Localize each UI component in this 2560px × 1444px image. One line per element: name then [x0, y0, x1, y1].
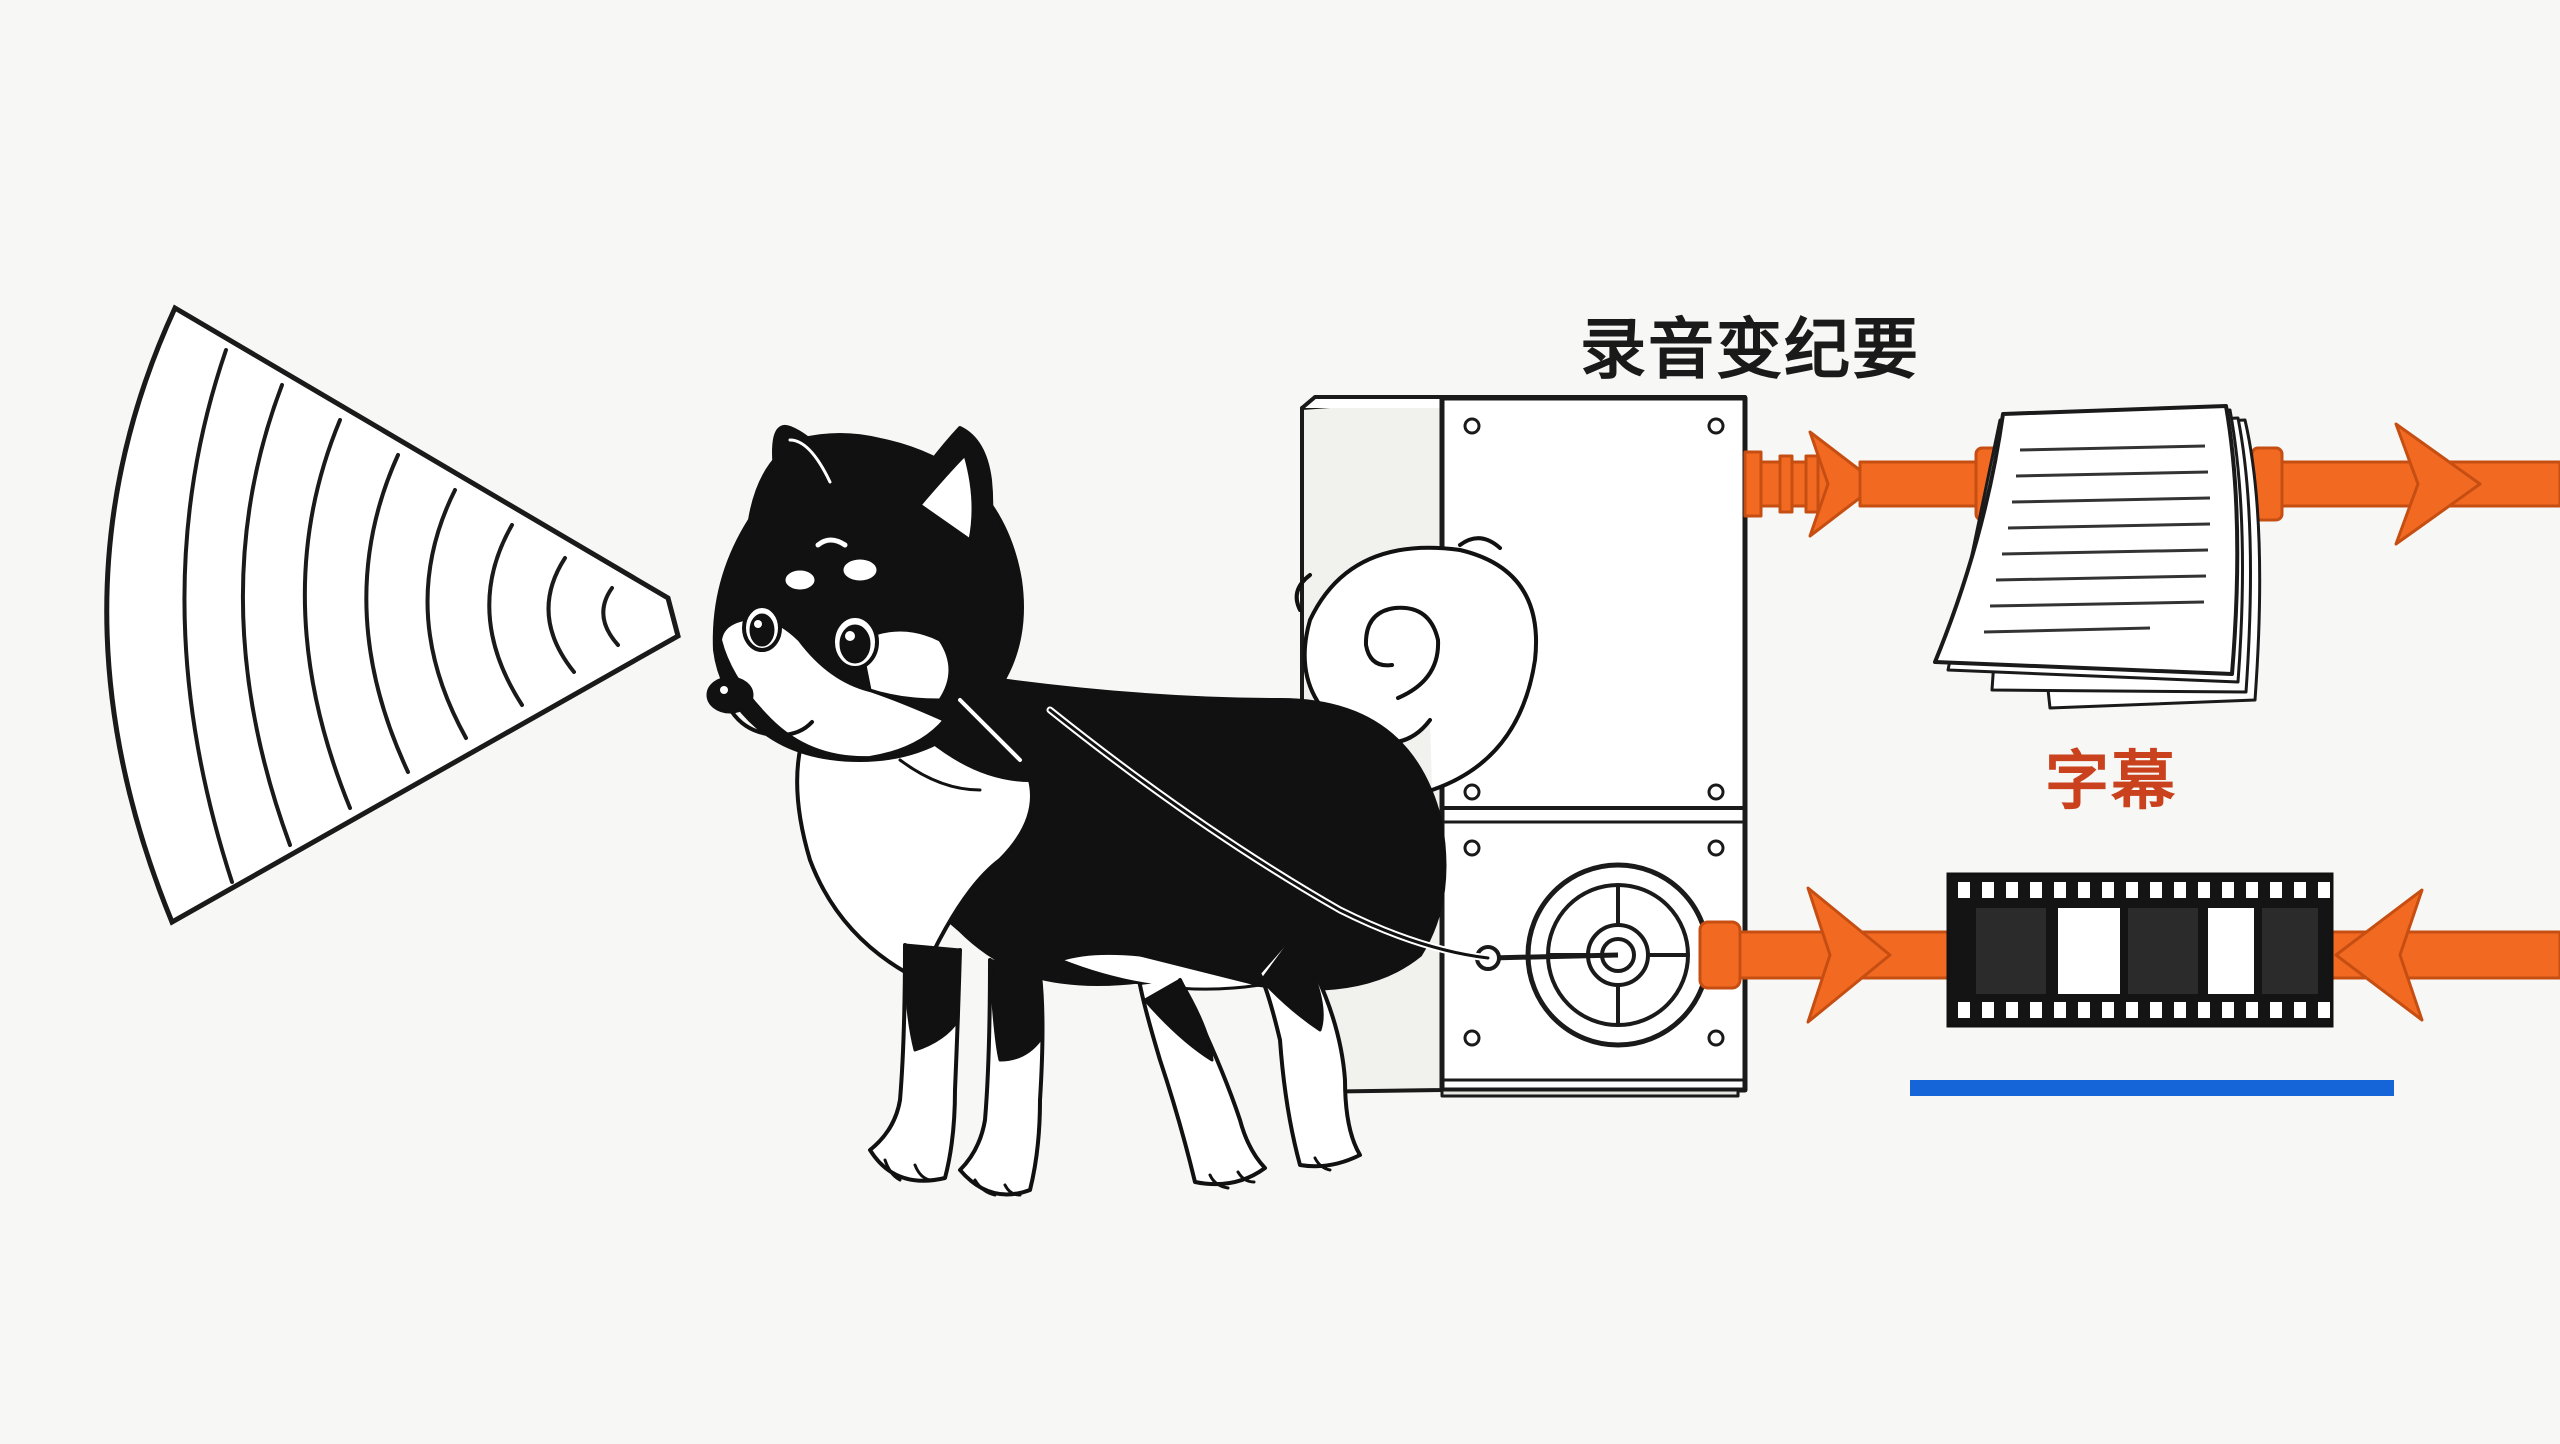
- film-sprocket-hole: [2222, 1002, 2234, 1018]
- title-label: 录音变纪要: [1580, 311, 1920, 388]
- film-sprocket-hole: [1958, 1002, 1970, 1018]
- film-sprocket-hole: [2126, 882, 2138, 898]
- film-sprocket-hole: [2030, 882, 2042, 898]
- film-sprocket-hole: [2054, 882, 2066, 898]
- film-sprocket-hole: [2246, 1002, 2258, 1018]
- film-sprocket-hole: [2318, 882, 2330, 898]
- film-sprocket-hole: [2078, 1002, 2090, 1018]
- sound-wave-cone-icon: [104, 304, 681, 926]
- film-sprocket-hole: [2150, 882, 2162, 898]
- film-sprocket-hole: [2102, 1002, 2114, 1018]
- film-sprocket-hole: [2150, 1002, 2162, 1018]
- film-sprocket-hole: [2054, 1002, 2066, 1018]
- film-sprocket-hole: [2006, 1002, 2018, 1018]
- film-sprocket-hole: [2102, 882, 2114, 898]
- film-sprockets-top: [1958, 882, 2330, 898]
- film-sprocket-hole: [2126, 1002, 2138, 1018]
- film-sprocket-hole: [2270, 882, 2282, 898]
- bottom-pipe: [1698, 886, 2560, 1024]
- film-sprocket-hole: [1982, 1002, 1994, 1018]
- film-sprocket-hole: [2174, 882, 2186, 898]
- film-sprocket-hole: [2174, 1002, 2186, 1018]
- film-sprocket-hole: [2294, 1002, 2306, 1018]
- film-sprocket-hole: [2318, 1002, 2330, 1018]
- film-sprocket-hole: [2222, 882, 2234, 898]
- film-strip-icon: [1946, 872, 2334, 1028]
- subtitle-label: 字幕: [2045, 745, 2177, 819]
- film-sprocket-hole: [2078, 882, 2090, 898]
- film-sprocket-hole: [2198, 882, 2210, 898]
- film-underline: [1910, 1080, 2394, 1096]
- film-sprocket-hole: [2006, 882, 2018, 898]
- film-sprocket-hole: [2198, 1002, 2210, 1018]
- film-sprocket-hole: [1958, 882, 1970, 898]
- film-sprocket-hole: [1982, 882, 1994, 898]
- film-sprocket-hole: [2030, 1002, 2042, 1018]
- shiba-dog-illustration: [706, 424, 1538, 1197]
- document-stack-icon: [1933, 404, 2262, 710]
- film-sprocket-hole: [2270, 1002, 2282, 1018]
- film-sprocket-hole: [2246, 882, 2258, 898]
- film-sprocket-hole: [2294, 882, 2306, 898]
- film-sprockets-bottom: [1958, 1002, 2330, 1018]
